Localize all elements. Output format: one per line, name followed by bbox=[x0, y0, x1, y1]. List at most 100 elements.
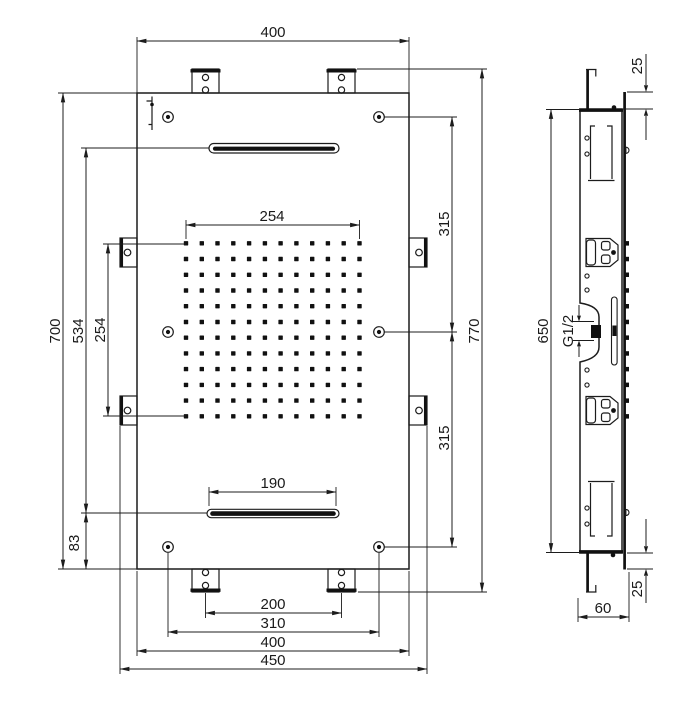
nozzle-dot bbox=[310, 414, 315, 419]
nozzle-dot bbox=[357, 241, 362, 246]
nozzle-dot bbox=[231, 398, 236, 403]
niche-top bbox=[588, 125, 615, 182]
nozzle-dot bbox=[310, 366, 315, 372]
nozzle-tick bbox=[623, 272, 629, 277]
dim-label-bottom-offset: 83 bbox=[66, 535, 83, 552]
nozzle-dot bbox=[183, 335, 189, 340]
dim-label-slot-width: 190 bbox=[260, 475, 285, 492]
nozzle-dot bbox=[246, 241, 252, 246]
screw-hole bbox=[373, 111, 385, 123]
side-hole bbox=[584, 287, 590, 293]
dim-label-flange-top: 25 bbox=[629, 58, 646, 75]
mounting-bracket-bottom bbox=[190, 568, 221, 593]
dim-label-panel-height: 700 bbox=[47, 318, 64, 343]
nozzle-dot bbox=[278, 398, 283, 403]
dim-label-overall-height: 770 bbox=[466, 318, 483, 343]
dimension-slot-spacing: 534 bbox=[70, 147, 209, 514]
nozzle-dot bbox=[325, 272, 331, 277]
nozzle-dot bbox=[199, 288, 204, 293]
nozzle-tick bbox=[623, 304, 629, 309]
nozzle-tick bbox=[623, 335, 629, 340]
screw-hole bbox=[162, 111, 174, 123]
nozzle-dot bbox=[231, 351, 236, 356]
nozzle-dot bbox=[341, 398, 346, 403]
nozzle-dot bbox=[357, 272, 362, 277]
side-hole bbox=[584, 521, 590, 527]
nozzle-dot bbox=[262, 241, 268, 246]
nozzle-dot bbox=[310, 272, 315, 277]
nozzle-dot bbox=[294, 366, 299, 372]
dim-label-bottom-width: 400 bbox=[260, 634, 285, 651]
screw-hole bbox=[162, 541, 174, 553]
side-hole bbox=[584, 135, 590, 141]
nozzle-dot bbox=[215, 319, 220, 325]
nozzle-dot bbox=[325, 335, 331, 340]
nozzle-dot bbox=[341, 351, 346, 356]
dim-label-top-width: 400 bbox=[260, 24, 285, 41]
nozzle-dot bbox=[246, 414, 252, 419]
dimension-grid-height: 254 bbox=[92, 243, 186, 417]
nozzle-dot bbox=[278, 241, 283, 246]
inlet-connector bbox=[585, 237, 619, 268]
side-view: 650 25 25 60 G1/2 bbox=[535, 54, 653, 622]
nozzle-dot bbox=[246, 366, 252, 372]
nozzle-dot bbox=[199, 272, 204, 277]
nozzle-dot bbox=[310, 319, 315, 325]
nozzle-dot bbox=[246, 382, 252, 388]
dim-label-overall-width: 450 bbox=[260, 652, 285, 669]
dimension-bottom-width: 400 bbox=[136, 571, 410, 656]
mounting-bracket-right bbox=[408, 237, 428, 268]
nozzle-tick bbox=[623, 241, 629, 246]
dimension-flange-bottom: 25 bbox=[627, 519, 653, 603]
nozzle-dot bbox=[341, 241, 346, 246]
nozzle-dot bbox=[278, 256, 283, 262]
nozzle-dot bbox=[215, 414, 220, 419]
nozzle-dot bbox=[278, 382, 283, 388]
nozzle-dot bbox=[325, 288, 331, 293]
nozzle-dot bbox=[278, 304, 283, 309]
nozzle-dot bbox=[183, 398, 189, 403]
nozzle-dot bbox=[246, 351, 252, 356]
nozzle-dot bbox=[199, 335, 204, 340]
nozzle-dot bbox=[215, 366, 220, 372]
nozzle-dot bbox=[294, 288, 299, 293]
nozzle-dot bbox=[199, 256, 204, 262]
nozzle-dot bbox=[215, 398, 220, 403]
dim-label-grid-width: 254 bbox=[259, 208, 284, 225]
nozzle-dot bbox=[278, 414, 283, 419]
nozzle-dot bbox=[325, 382, 331, 388]
nozzle-dot bbox=[341, 256, 346, 262]
inlet-connector bbox=[585, 395, 619, 426]
dim-label-slot-spacing: 534 bbox=[70, 318, 87, 343]
nozzle-dot bbox=[294, 304, 299, 309]
screw-hole bbox=[373, 326, 385, 338]
nozzle-dot bbox=[183, 272, 189, 277]
panel-outline bbox=[136, 92, 410, 570]
nozzle-dot bbox=[357, 382, 362, 388]
mounting-bracket-top bbox=[190, 68, 221, 94]
nozzle-dot bbox=[357, 256, 362, 262]
nozzle-dot bbox=[231, 256, 236, 262]
nozzle-dot bbox=[357, 319, 362, 325]
nozzle-profile-ticks bbox=[623, 241, 629, 419]
nozzle-dot bbox=[183, 366, 189, 372]
nozzle-dot bbox=[278, 319, 283, 325]
mounting-bracket-top bbox=[326, 68, 357, 94]
nozzle-dot bbox=[325, 398, 331, 403]
nozzle-dot bbox=[262, 382, 268, 388]
nozzle-tick bbox=[623, 256, 629, 262]
screw-hole bbox=[162, 326, 174, 338]
nozzle-tick bbox=[623, 288, 629, 293]
nozzle-dot bbox=[262, 304, 268, 309]
nozzle-dot bbox=[357, 398, 362, 403]
nozzle-dot bbox=[278, 272, 283, 277]
nozzle-dot bbox=[231, 304, 236, 309]
nozzle-dot bbox=[325, 366, 331, 372]
dimension-body-height: 650 bbox=[535, 108, 580, 554]
dimension-bracket-spacing: 200 bbox=[204, 593, 343, 618]
nozzle-dot bbox=[246, 319, 252, 325]
dimension-screw-spacing-lower: 315 bbox=[384, 331, 457, 548]
hanging-hook-top bbox=[586, 68, 597, 109]
side-hole bbox=[584, 151, 590, 157]
nozzle-dot bbox=[310, 398, 315, 403]
